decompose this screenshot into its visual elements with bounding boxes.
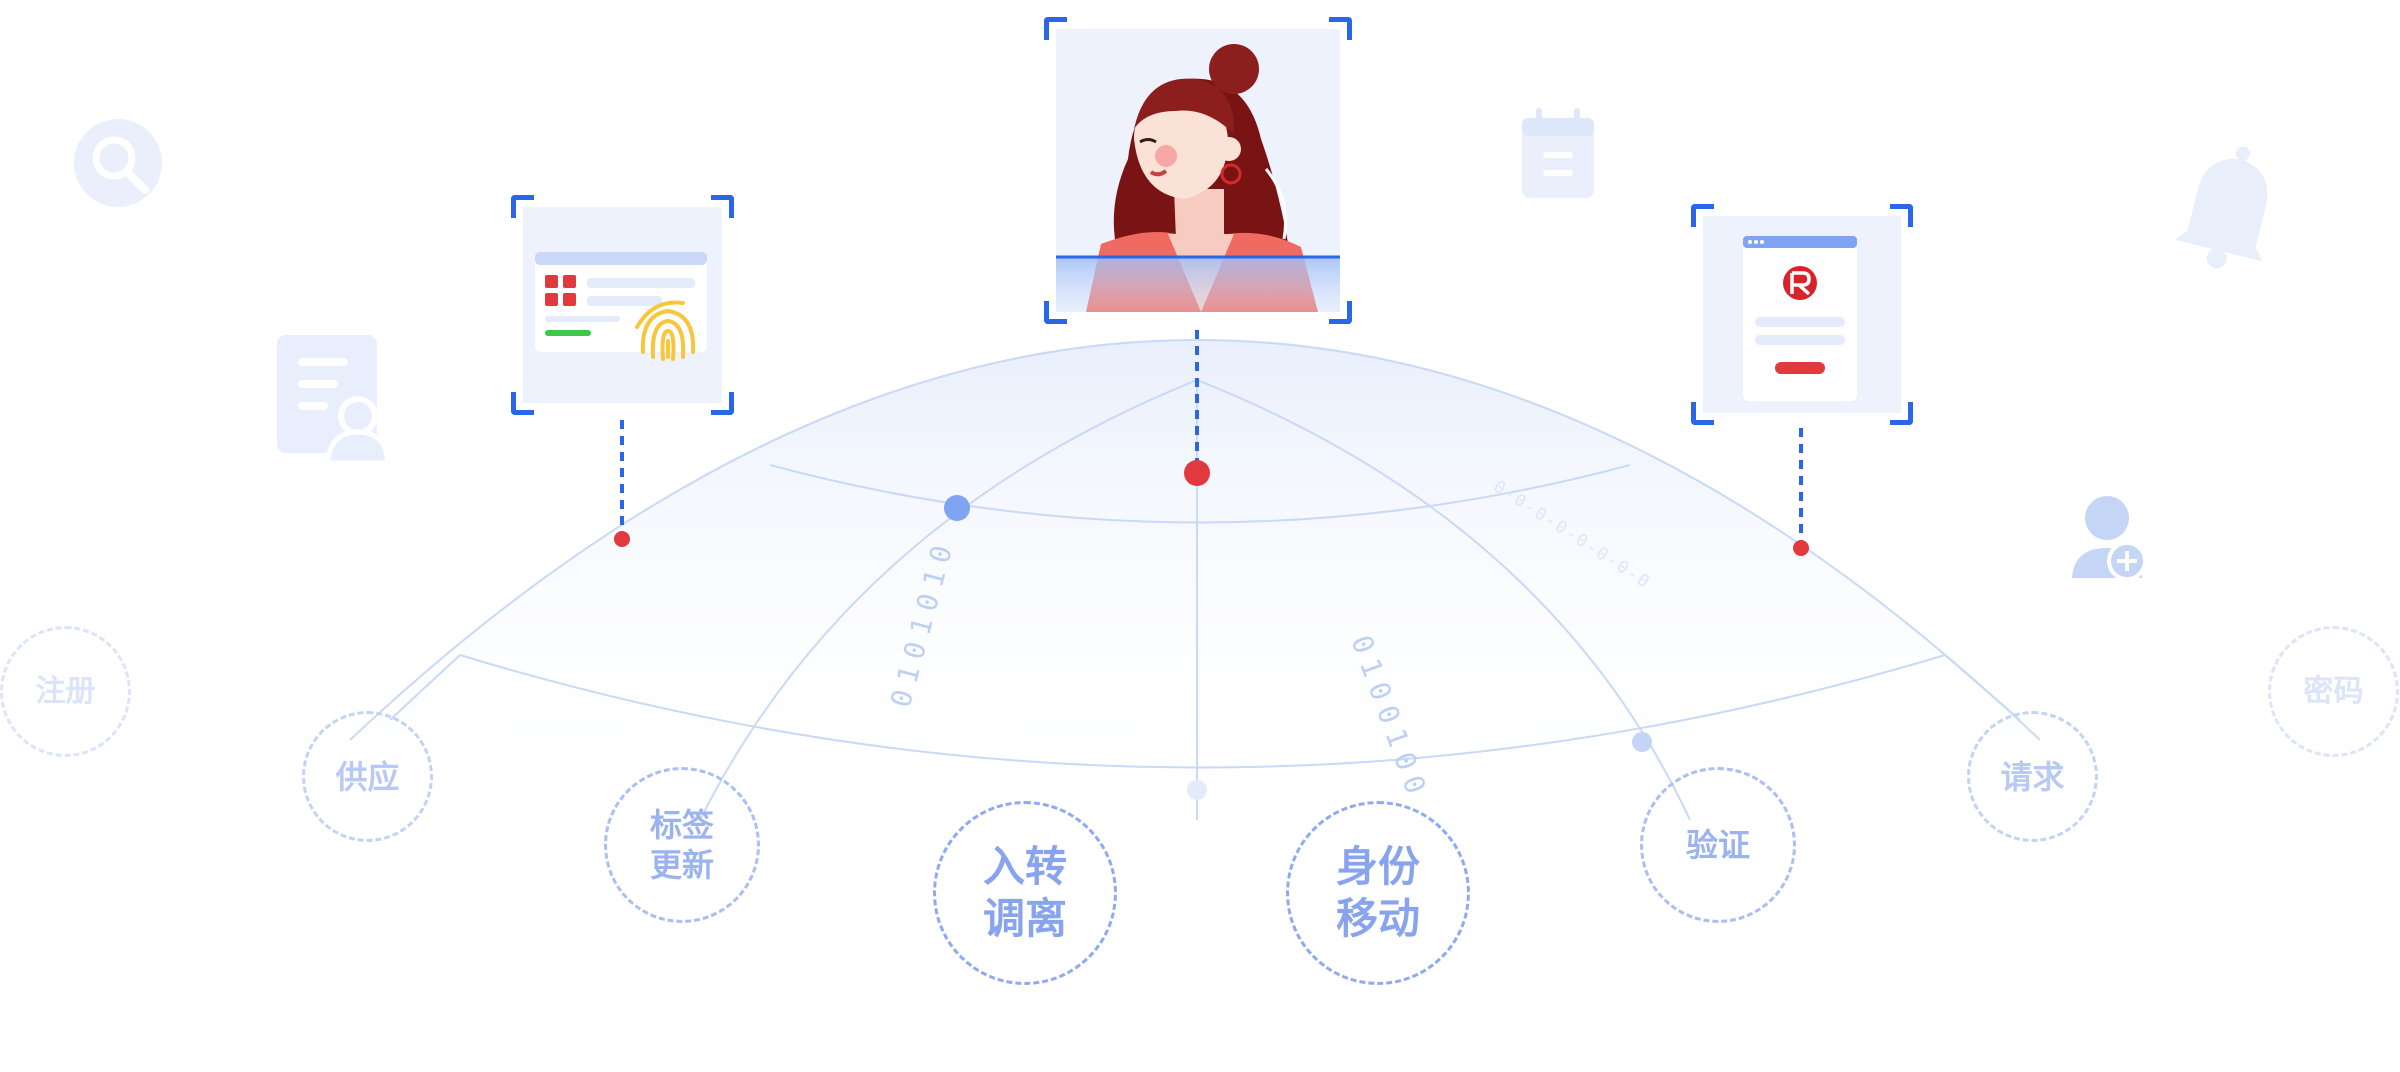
marker-node-center <box>1184 460 1210 486</box>
portrait-card <box>1044 17 1352 324</box>
scan-overlay <box>1056 257 1340 312</box>
search-icon <box>74 119 162 207</box>
bubble-onboard-transfer: 入转 调离 <box>933 801 1117 985</box>
connector-lines <box>620 330 1803 543</box>
marker-node-right <box>1793 540 1809 556</box>
marker-node-left <box>614 531 630 547</box>
bubble-password: 密码 <box>2268 626 2399 757</box>
r-logo-icon <box>1783 266 1817 300</box>
fingerprint-icon <box>635 300 696 361</box>
globe-grid <box>349 339 2041 821</box>
blue-node-upper <box>944 495 970 521</box>
bubble-identity-move: 身份 移动 <box>1286 801 1470 985</box>
bubble-tag-update: 标签 更新 <box>604 767 760 923</box>
blue-node-lower <box>1632 732 1652 752</box>
bubble-request: 请求 <box>1967 711 2098 842</box>
bell-icon <box>2174 146 2268 269</box>
bubble-register: 注册 <box>0 626 131 757</box>
user-document-icon <box>277 335 391 466</box>
globe-surface <box>350 340 2040 800</box>
add-user-icon <box>2072 496 2147 581</box>
bubble-supply: 供应 <box>302 711 433 842</box>
blue-node-center <box>1187 780 1207 800</box>
bubble-verify: 验证 <box>1640 767 1796 923</box>
fingerprint-card <box>511 195 734 415</box>
login-card <box>1691 204 1913 425</box>
calendar-icon <box>1522 108 1594 198</box>
